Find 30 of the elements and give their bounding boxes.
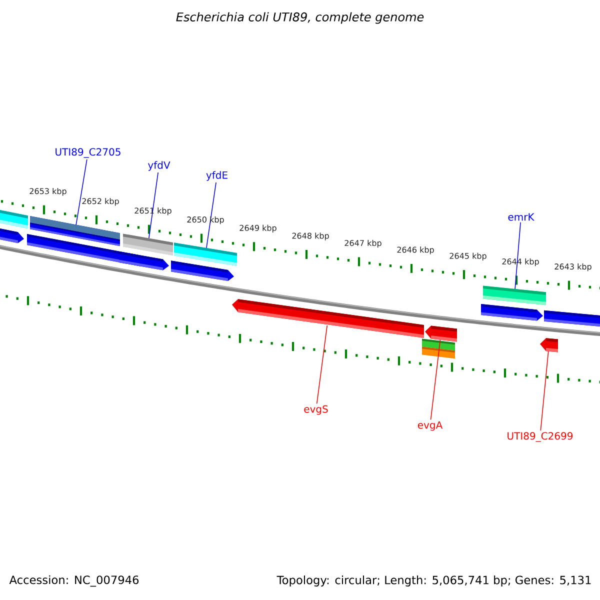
leader-line <box>316 325 328 404</box>
title: Escherichia coli UTI89, complete genome <box>176 12 424 24</box>
leader-line <box>148 172 158 239</box>
gene-bar <box>483 286 546 306</box>
footer-text: Accession: NC_007946 <box>9 575 139 587</box>
scale-label: 2643 kbp <box>554 263 592 272</box>
gene-label: evgA <box>418 421 443 431</box>
scale-label: 2647 kbp <box>344 240 382 248</box>
gene-feature <box>232 299 424 338</box>
gene-feature <box>540 338 558 352</box>
scale-label: 2646 kbp <box>397 246 434 254</box>
gene-label: emrK <box>508 213 534 221</box>
gene-bar <box>30 216 120 246</box>
leader-line <box>76 159 88 226</box>
leader-line <box>430 340 441 420</box>
leader-line <box>540 350 549 431</box>
footer-text: Topology: circular; Length: 5,065,741 bp; Genes: 5,131 <box>276 576 591 586</box>
scale-label: 2645 kbp <box>450 252 486 260</box>
leader-line <box>206 182 216 248</box>
gene-label: UTI89_C2699 <box>508 432 573 442</box>
gene-bar <box>174 242 237 266</box>
gene-label: evgS <box>304 405 328 415</box>
scale-label: 2652 kbp <box>82 198 119 206</box>
gene-bar <box>123 234 173 256</box>
gene-label: yfdE <box>206 171 228 181</box>
gene-feature <box>425 326 457 342</box>
scale-label: 2648 kbp <box>292 232 329 240</box>
gene-label: UTI89_C2705 <box>56 148 120 158</box>
gene-label: yfdV <box>148 161 170 171</box>
leader-line <box>514 222 521 290</box>
